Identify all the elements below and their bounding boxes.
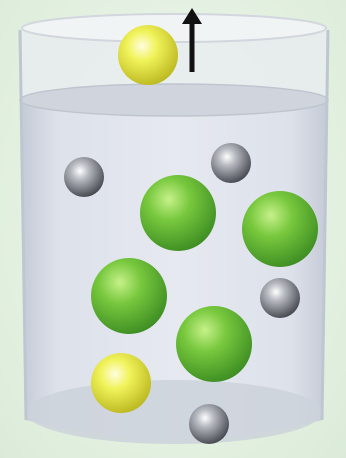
beaker-bottom [26,380,322,444]
gray-particle [211,143,251,183]
beaker-rim [22,14,326,42]
yellow-particle [91,353,151,413]
gray-particle [64,157,104,197]
green-particle [176,306,252,382]
green-particle [91,258,167,334]
gray-particle [260,278,300,318]
green-particle [242,191,318,267]
green-particle [140,175,216,251]
liquid-surface [20,84,328,116]
yellow-particle-escaping [118,25,178,85]
gray-particle [189,404,229,444]
